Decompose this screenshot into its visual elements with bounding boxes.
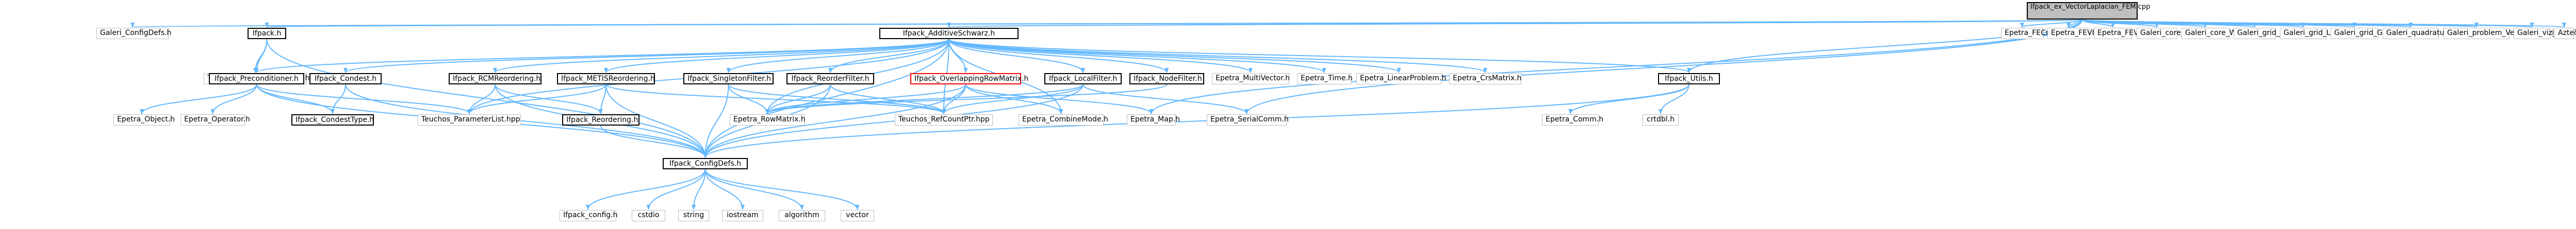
edge-metis-to-cfg-bot <box>605 84 708 158</box>
node-root[interactable]: Ifpack_ex_VectorLaplacian_FEM.cpp <box>2027 2 2150 20</box>
node-fevec[interactable]: Epetra_FEVector.h <box>2094 28 2163 39</box>
edge-fcm-to-reordering <box>495 84 603 114</box>
edge-addsch-to-fcm <box>493 39 949 73</box>
node-aztec[interactable]: AztecOO.h <box>2554 28 2576 39</box>
node-addsch[interactable]: Ifpack_AdditiveSchwarz.h <box>879 28 1019 39</box>
node-time[interactable]: Epetra_Time.h <box>1297 73 1353 84</box>
node-multivec[interactable]: Epetra_MultiVector.h <box>1212 73 1290 84</box>
node-crsmat[interactable]: Epetra_CrsMatrix.h <box>1449 73 1521 84</box>
node-ifpack-h[interactable]: Ifpack.h <box>248 28 286 39</box>
edge-cfg-bot-to-ifcfg <box>586 169 706 210</box>
node-gpvl[interactable]: Galeri_problem_VectorLaplacian.h <box>2443 28 2570 39</box>
edge-localf-to-cfg-bot <box>703 84 1084 158</box>
node-plist[interactable]: Teuchos_ParameterList.hpp <box>418 114 521 126</box>
edge-root-to-fecrs <box>2020 19 2083 28</box>
edge-addsch-to-reorderf <box>828 39 949 73</box>
node-ecomm[interactable]: Epetra_Comm.h <box>1542 114 1603 126</box>
edge-ifpack-h-to-cfg-bot <box>266 39 708 158</box>
edge-localf-to-rcp <box>942 84 1084 114</box>
node-ggtri[interactable]: Galeri_grid_Triangle.h <box>2234 28 2315 39</box>
edge-metis-to-rcp <box>605 84 946 114</box>
edge-reorderf-to-rcp <box>830 84 946 114</box>
edge-singleton-to-rcp <box>728 84 946 114</box>
node-serialcomm[interactable]: Epetra_SerialComm.h <box>1207 114 1289 126</box>
edge-root-to-ifpack-h <box>266 19 2083 28</box>
edge-addsch-to-localf <box>948 39 1085 73</box>
edge-root-to-addsch <box>948 19 2083 28</box>
edge-cfg-bot-to-vector <box>704 169 860 210</box>
edge-reorderf-to-rowmat <box>765 84 831 114</box>
node-rowmat[interactable]: Epetra_RowMatrix.h <box>730 114 806 126</box>
node-singleton[interactable]: Ifpack_SingletonFilter.h <box>683 73 774 84</box>
node-metis[interactable]: Ifpack_METISReordering.h <box>557 73 655 84</box>
edge-precond-to-plist <box>256 84 471 114</box>
node-string[interactable]: string <box>678 210 709 221</box>
node-overlap[interactable]: Ifpack_OverlappingRowMatrix.h <box>910 73 1028 84</box>
node-reorderf[interactable]: Ifpack_ReorderFilter.h <box>786 73 874 84</box>
node-crtdbg[interactable]: crtdbl.h <box>1643 114 1679 126</box>
node-gvme[interactable]: Galeri_viz_MEDIT.h <box>2514 28 2576 39</box>
edge-reordering-to-cfg-bot <box>600 125 708 158</box>
edge-condest-to-condtype <box>331 84 346 114</box>
node-fecrs[interactable]: Epetra_FECrsGraph.h <box>2001 28 2081 39</box>
edge-singleton-to-cfg-bot <box>703 84 729 158</box>
dependency-edges <box>132 19 2566 210</box>
edge-precond-to-eop <box>210 84 257 114</box>
node-emap[interactable]: Epetra_Map.h <box>1127 114 1180 126</box>
node-nodef[interactable]: Ifpack_NodeFilter.h <box>1129 73 1204 84</box>
node-cfg-bot[interactable]: Ifpack_ConfigDefs.h <box>663 158 748 169</box>
edge-condest-to-cfg-bot <box>345 84 708 158</box>
edge-utils-to-cfg-bot <box>703 84 1689 158</box>
node-algorithm[interactable]: algorithm <box>779 210 825 221</box>
edge-addsch-to-time <box>948 39 1326 73</box>
edge-localf-to-rowmat <box>765 84 1084 114</box>
node-fcm[interactable]: Ifpack_RCMReordering.h <box>449 73 542 84</box>
node-iostream[interactable]: iostream <box>722 210 763 221</box>
node-condest[interactable]: Ifpack_Condest.h <box>309 73 382 84</box>
node-ggload[interactable]: Galeri_grid_Loadable.h <box>2280 28 2366 39</box>
node-gqseg[interactable]: Galeri_quadrature_Segment.h <box>2383 28 2495 39</box>
node-linprob[interactable]: Epetra_LinearProblem.h <box>1356 73 1446 84</box>
edge-addsch-to-nodef <box>948 39 1169 73</box>
edge-metis-to-plist <box>467 84 606 114</box>
edge-utils-to-crtdbg <box>1659 84 1689 114</box>
node-reordering[interactable]: Ifpack_Reordering.h <box>562 114 639 126</box>
edge-precond-to-eobj <box>140 84 257 114</box>
edge-overlap-to-rowmat <box>765 84 966 114</box>
node-gggen[interactable]: Galeri_grid_Generator.h <box>2331 28 2420 39</box>
node-eop[interactable]: Epetra_Operator.h <box>181 114 250 126</box>
node-combine[interactable]: Epetra_CombineMode.h <box>1019 114 1108 126</box>
node-gcobj[interactable]: Galeri_core_Object.h <box>2137 28 2215 39</box>
node-vector[interactable]: vector <box>841 210 874 221</box>
edge-nodef-to-rowmat <box>765 84 1168 114</box>
edge-localf-to-serialcomm <box>1082 84 1249 114</box>
edge-cfg-bot-to-cstdio <box>646 169 706 210</box>
edge-addsch-to-crsmat <box>948 39 1487 73</box>
edge-root-to-aztec <box>2081 19 2566 28</box>
edge-cfg-bot-to-iostream <box>704 169 745 210</box>
node-eobj[interactable]: Epetra_Object.h <box>113 114 175 126</box>
edge-cfg-bot-to-string <box>692 169 706 210</box>
edge-addsch-to-condest <box>343 39 949 73</box>
node-cstdio[interactable]: cstdio <box>632 210 665 221</box>
node-localf[interactable]: Ifpack_LocalFilter.h <box>1044 73 1122 84</box>
edge-ifpack-h-to-precond <box>254 39 268 73</box>
edge-addsch-to-singleton <box>726 39 949 73</box>
node-gcws[interactable]: Galeri_core_Workspace.h <box>2181 28 2276 39</box>
edge-addsch-to-multivec <box>948 39 1253 73</box>
edge-cfg-bot-to-algorithm <box>704 169 804 210</box>
node-ifcfg[interactable]: Ifpack_config.h <box>560 210 618 221</box>
node-utils[interactable]: Ifpack_Utils.h <box>1658 73 1720 84</box>
node-fevbr[interactable]: Epetra_FEVbrMatrix.h <box>2047 28 2129 39</box>
node-cfg-top[interactable]: Galeri_ConfigDefs.h <box>96 28 171 39</box>
edge-addsch-to-metis <box>604 39 949 73</box>
edge-precond-to-condtype <box>256 84 335 114</box>
node-condtype[interactable]: Ifpack_CondestType.h <box>291 114 374 126</box>
node-precond[interactable]: Ifpack_Preconditioner.h <box>209 73 304 84</box>
node-rcp[interactable]: Teuchos_RefCountPtr.hpp <box>895 114 993 126</box>
edge-addsch-to-utils <box>948 39 1691 73</box>
